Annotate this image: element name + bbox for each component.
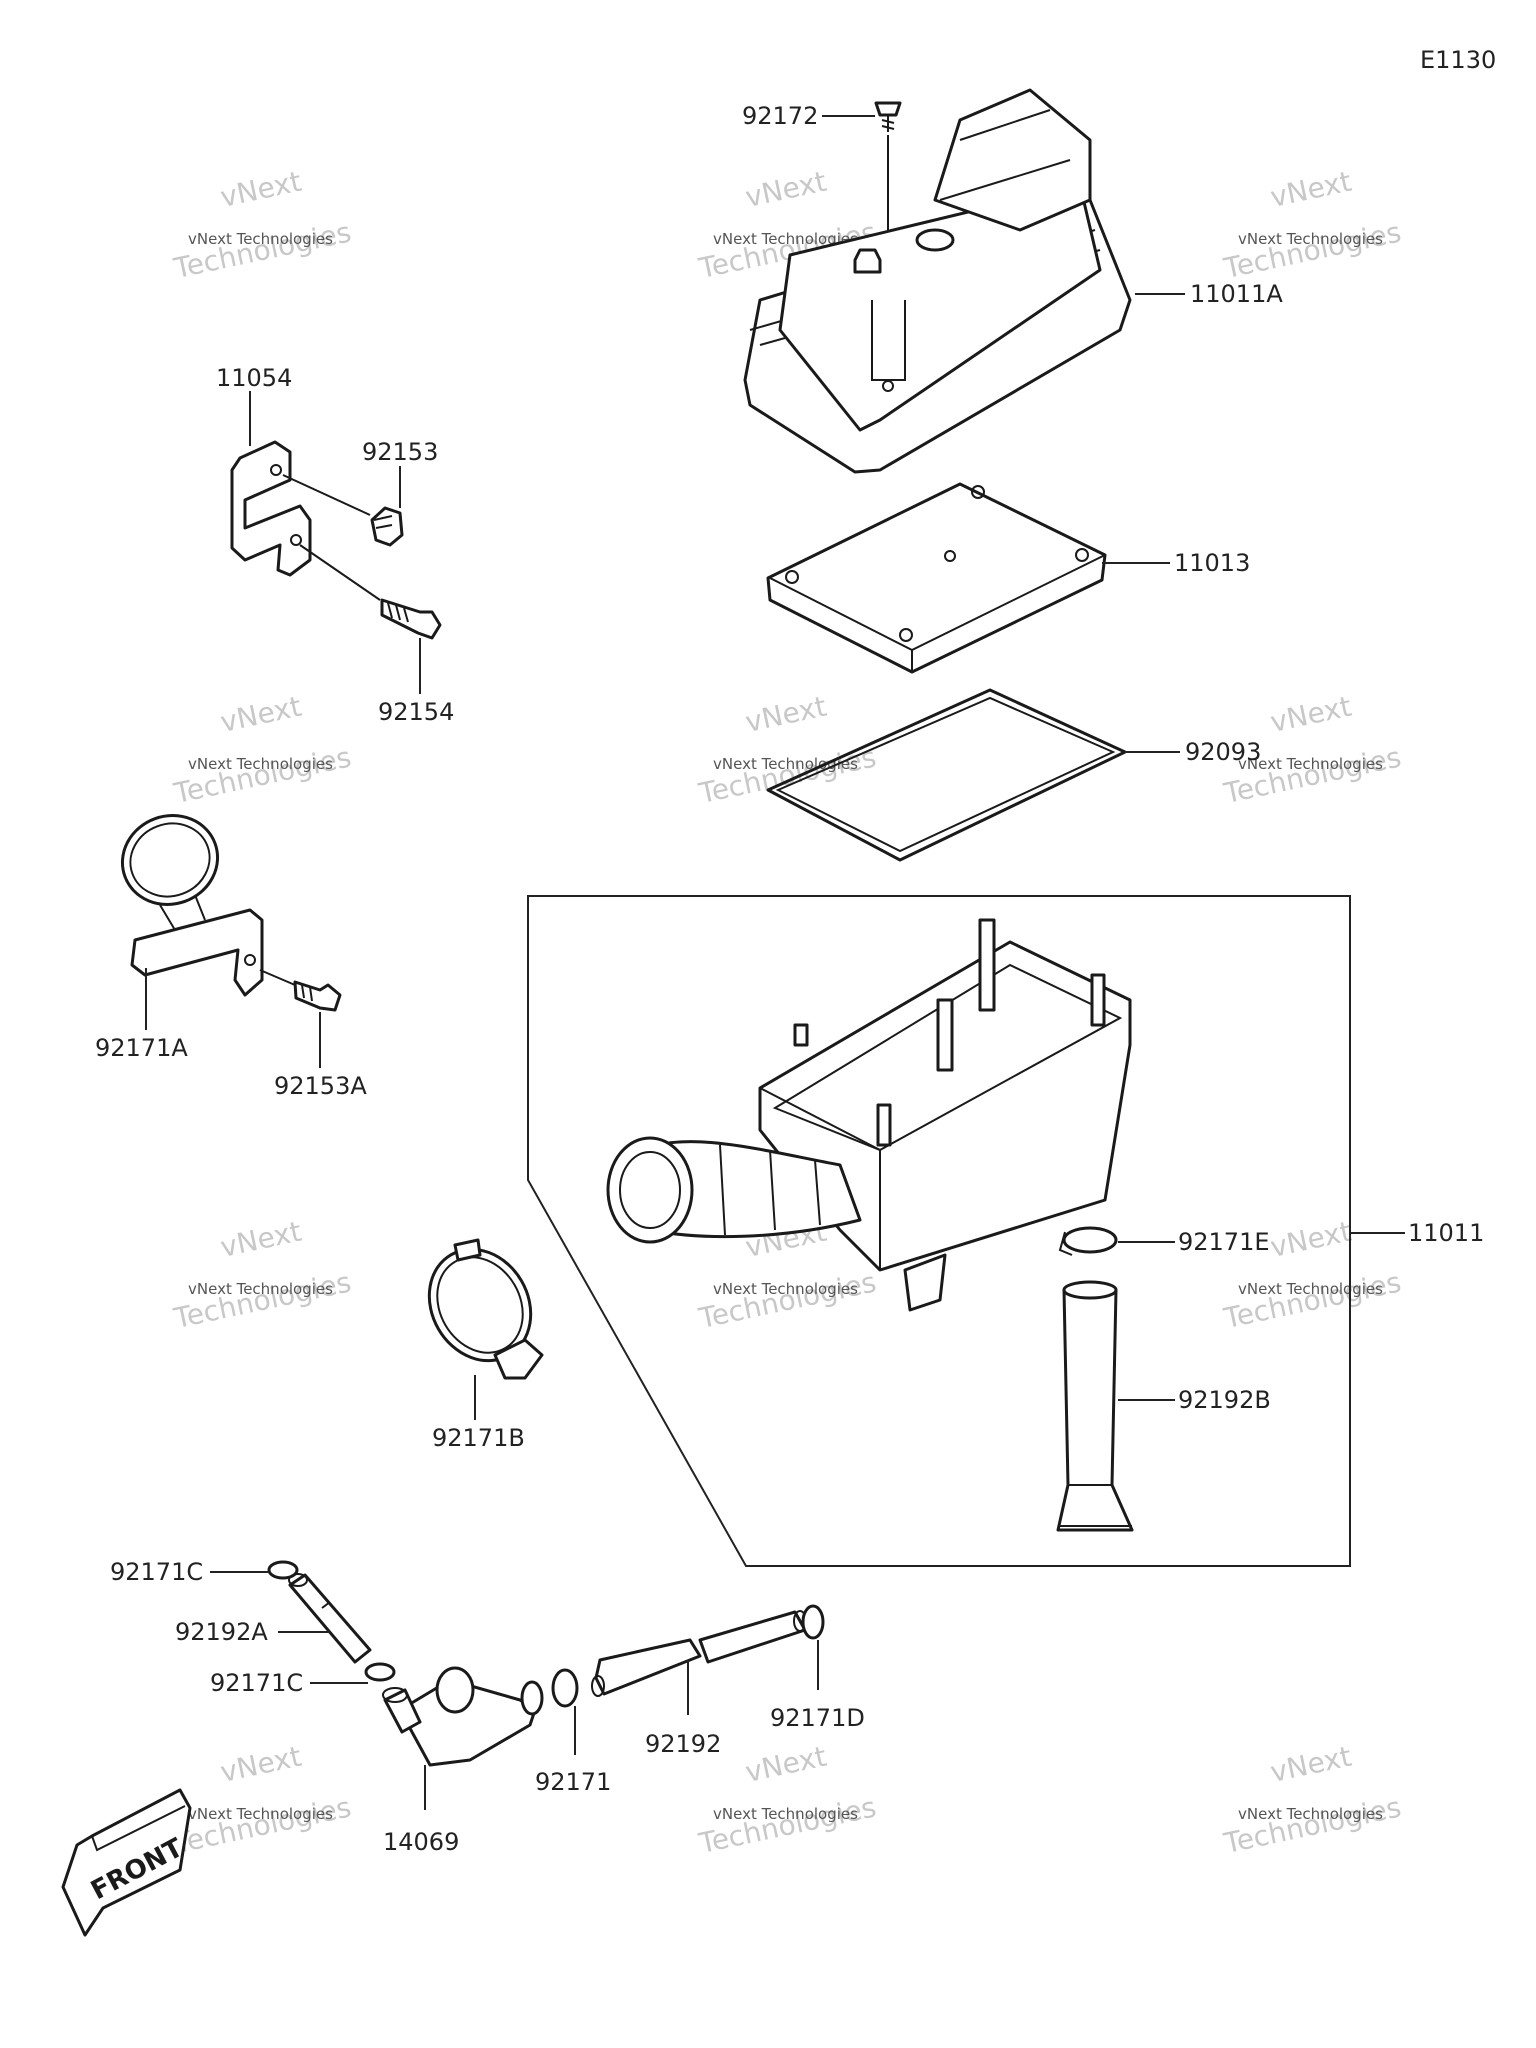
- label-92154: 92154: [378, 698, 454, 726]
- diagram-code: E1130: [1420, 46, 1496, 74]
- svg-text:vNext: vNext: [1267, 1740, 1354, 1789]
- air-filter-element-11013: [766, 482, 1107, 674]
- watermark: vNext Technologies: [1220, 1740, 1404, 1861]
- svg-text:vNext: vNext: [1267, 1215, 1354, 1264]
- svg-text:Technologies: Technologies: [1220, 215, 1404, 285]
- svg-text:vNext: vNext: [217, 1740, 304, 1789]
- watermark: vNext Technologies: [1220, 1215, 1404, 1336]
- svg-text:Technologies: Technologies: [170, 1265, 354, 1335]
- air-cleaner-cover-11011a: [743, 88, 1132, 474]
- label-92192a: 92192A: [175, 1618, 268, 1646]
- svg-text:vNext: vNext: [217, 690, 304, 739]
- drain-tube-92192b: [1056, 1280, 1134, 1532]
- svg-text:vNext Technologies: vNext Technologies: [1238, 1805, 1383, 1823]
- label-92153a: 92153A: [274, 1072, 367, 1100]
- svg-text:vNext Technologies: vNext Technologies: [1238, 1280, 1383, 1298]
- svg-text:vNext: vNext: [217, 165, 304, 214]
- label-92172: 92172: [742, 102, 818, 130]
- svg-text:vNext Technologies: vNext Technologies: [713, 1805, 858, 1823]
- clamp-92171c-lower: [364, 1662, 396, 1682]
- svg-text:vNext: vNext: [217, 1215, 304, 1264]
- label-92093: 92093: [1185, 738, 1261, 766]
- label-11013: 11013: [1174, 549, 1250, 577]
- bracket-11054: [230, 440, 312, 577]
- front-arrow: FRONT: [61, 1788, 192, 1937]
- svg-text:vNext: vNext: [742, 165, 829, 214]
- svg-text:vNext: vNext: [1267, 690, 1354, 739]
- svg-text:vNext Technologies: vNext Technologies: [188, 230, 333, 248]
- svg-text:vNext: vNext: [742, 1740, 829, 1789]
- svg-text:Technologies: Technologies: [695, 1790, 879, 1860]
- svg-text:vNext: vNext: [1267, 165, 1354, 214]
- label-92171: 92171: [535, 1768, 611, 1796]
- label-11011: 11011: [1408, 1219, 1484, 1247]
- clamp-92171: [551, 1668, 579, 1708]
- label-11011a: 11011A: [1190, 280, 1283, 308]
- watermark: vNext Technologies: [1220, 165, 1404, 286]
- watermark: vNext Technologies: [170, 165, 354, 286]
- label-92153: 92153: [362, 438, 438, 466]
- label-14069: 14069: [383, 1828, 459, 1856]
- svg-text:Technologies: Technologies: [695, 1265, 879, 1335]
- svg-text:vNext Technologies: vNext Technologies: [188, 1280, 333, 1298]
- label-92171d: 92171D: [770, 1704, 865, 1732]
- label-92171a: 92171A: [95, 1034, 188, 1062]
- svg-text:Technologies: Technologies: [1220, 1265, 1404, 1335]
- assembly-box-11011: [527, 895, 1351, 1567]
- svg-text:vNext Technologies: vNext Technologies: [188, 1805, 333, 1823]
- svg-text:Technologies: Technologies: [170, 740, 354, 810]
- clamp-bracket-92171a: [120, 814, 264, 997]
- label-92171e: 92171E: [1178, 1228, 1270, 1256]
- clamp-92171e: [1058, 1226, 1118, 1256]
- svg-text:Technologies: Technologies: [170, 1790, 354, 1860]
- svg-text:vNext Technologies: vNext Technologies: [1238, 230, 1383, 248]
- watermark: vNext Technologies: [170, 690, 354, 811]
- svg-text:vNext Technologies: vNext Technologies: [713, 230, 858, 248]
- clamp-92171c-upper: [267, 1560, 299, 1580]
- bolt-92154: [299, 544, 442, 640]
- svg-text:vNext Technologies: vNext Technologies: [713, 755, 858, 773]
- hose-92192a: [288, 1573, 372, 1664]
- hose-92192: [591, 1610, 807, 1697]
- svg-text:Technologies: Technologies: [1220, 1790, 1404, 1860]
- watermark: vNext Technologies: [170, 1740, 354, 1861]
- label-92192: 92192: [645, 1730, 721, 1758]
- air-cleaner-housing-11011: [606, 918, 1132, 1312]
- svg-text:Technologies: Technologies: [170, 215, 354, 285]
- bolt-92153: [282, 474, 404, 547]
- label-92171b: 92171B: [432, 1424, 525, 1452]
- label-92192b: 92192B: [1178, 1386, 1271, 1414]
- svg-text:vNext Technologies: vNext Technologies: [713, 1280, 858, 1298]
- watermark: vNext Technologies: [170, 1215, 354, 1336]
- bolt-92153a: [259, 969, 342, 1012]
- label-92171c-upper: 92171C: [110, 1558, 203, 1586]
- valve-14069: [382, 1666, 544, 1767]
- clamp-92171d: [801, 1604, 825, 1640]
- label-92171c-lower: 92171C: [210, 1669, 303, 1697]
- svg-text:vNext: vNext: [742, 690, 829, 739]
- svg-text:vNext Technologies: vNext Technologies: [188, 755, 333, 773]
- svg-text:vNext Technologies: vNext Technologies: [1238, 755, 1383, 773]
- clamp-92171b: [427, 1238, 544, 1380]
- label-11054: 11054: [216, 364, 292, 392]
